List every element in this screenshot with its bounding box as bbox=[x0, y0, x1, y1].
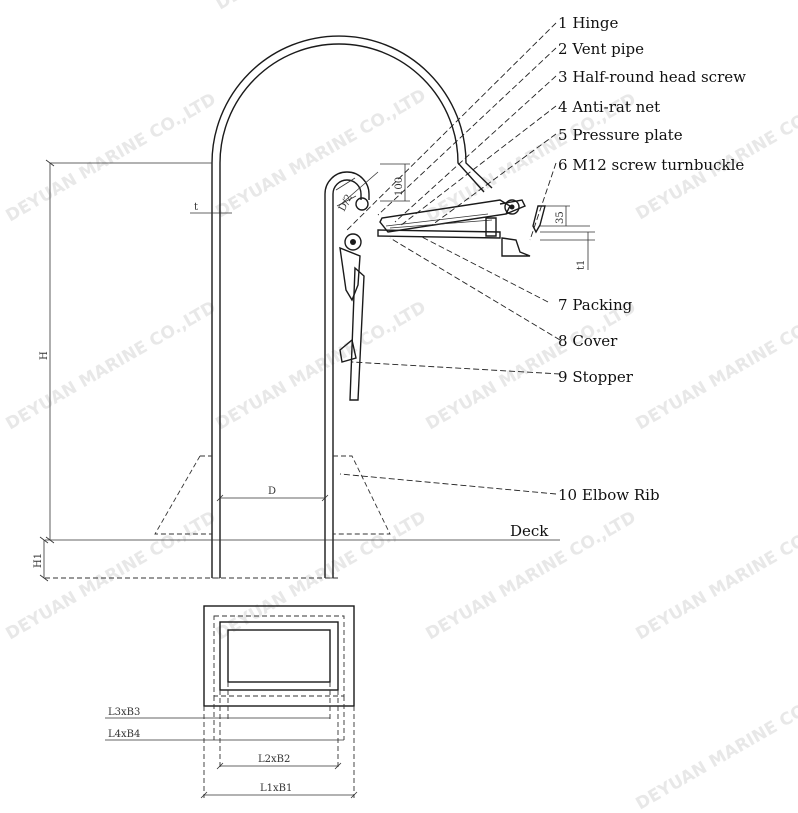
left-dimensions: H H1 t bbox=[33, 159, 232, 582]
hinge-pin bbox=[355, 197, 369, 211]
cover-arm bbox=[339, 246, 361, 302]
watermark: DEYUAN MARINE CO.,LTD bbox=[3, 507, 220, 644]
dim-H: H bbox=[39, 351, 50, 360]
dim-t1: t1 bbox=[576, 260, 587, 270]
label-anti-rat-net: 4 Anti-rat net bbox=[558, 98, 660, 116]
hinge-eye bbox=[344, 233, 362, 251]
dim-100: 100 bbox=[394, 177, 405, 196]
watermarks: DEYUAN MARINE CO.,LTD DEYUAN MARINE CO.,… bbox=[3, 0, 798, 813]
dim-35: 35 bbox=[555, 211, 566, 224]
part-labels: 1 Hinge 2 Vent pipe 3 Half-round head sc… bbox=[558, 14, 746, 504]
label-pressure-plate: 5 Pressure plate bbox=[558, 126, 683, 144]
plan-view bbox=[203, 605, 355, 707]
watermark: DEYUAN MARINE CO.,LTD bbox=[633, 507, 798, 644]
dim-D-group: D bbox=[216, 486, 329, 502]
turnbuckle-eye bbox=[504, 199, 520, 215]
cover-dimensions: D/2 100 35 t1 bbox=[337, 163, 595, 270]
watermark: DEYUAN MARINE CO.,LTD bbox=[213, 85, 430, 222]
label-cover: 8 Cover bbox=[558, 332, 618, 350]
vent-pipe bbox=[211, 35, 493, 579]
watermark: DEYUAN MARINE CO.,LTD bbox=[633, 677, 798, 813]
watermark: DEYUAN MARINE CO.,LTD bbox=[213, 507, 430, 644]
watermark: DEYUAN MARINE CO.,LTD bbox=[213, 297, 430, 434]
label-packing: 7 Packing bbox=[558, 296, 633, 314]
label-vent-pipe: 2 Vent pipe bbox=[558, 40, 644, 58]
label-half-round-head-screw: 3 Half-round head screw bbox=[558, 68, 746, 86]
dim-D: D bbox=[268, 486, 276, 497]
dim-D-half: D/2 bbox=[337, 193, 355, 214]
dim-L2xB2: L2xB2 bbox=[258, 754, 290, 765]
screw-turnbuckle bbox=[501, 237, 531, 257]
dim-L3xB3: L3xB3 bbox=[108, 707, 140, 718]
dim-t: t bbox=[194, 202, 198, 213]
watermark: DEYUAN MARINE CO.,LTD bbox=[3, 89, 220, 226]
base-rib bbox=[154, 455, 391, 535]
watermark: DEYUAN MARINE CO.,LTD bbox=[423, 297, 640, 434]
cover-assembly bbox=[335, 177, 546, 401]
label-hinge: 1 Hinge bbox=[558, 14, 618, 32]
label-stopper: 9 Stopper bbox=[558, 368, 634, 386]
pressure-plate bbox=[377, 229, 501, 239]
leader-lines bbox=[339, 22, 561, 495]
watermark: DEYUAN MARINE CO.,LTD bbox=[633, 297, 798, 434]
deck-label: Deck bbox=[510, 522, 549, 540]
label-m12-screw-turnbuckle: 6 M12 screw turnbuckle bbox=[558, 156, 744, 174]
watermark: DEYUAN MARINE CO.,LTD bbox=[3, 297, 220, 434]
dim-L1xB1: L1xB1 bbox=[260, 783, 292, 794]
dim-L4xB4: L4xB4 bbox=[108, 729, 140, 740]
deck-line: Deck bbox=[45, 522, 560, 579]
plan-dimensions: L3xB3 L4xB4 L2xB2 L1xB1 bbox=[105, 682, 358, 799]
dim-H1: H1 bbox=[33, 553, 44, 568]
label-elbow-rib: 10 Elbow Rib bbox=[558, 486, 660, 504]
stopper-block bbox=[339, 338, 357, 363]
watermark: DEYUAN MARINE CO.,LTD bbox=[213, 0, 430, 14]
